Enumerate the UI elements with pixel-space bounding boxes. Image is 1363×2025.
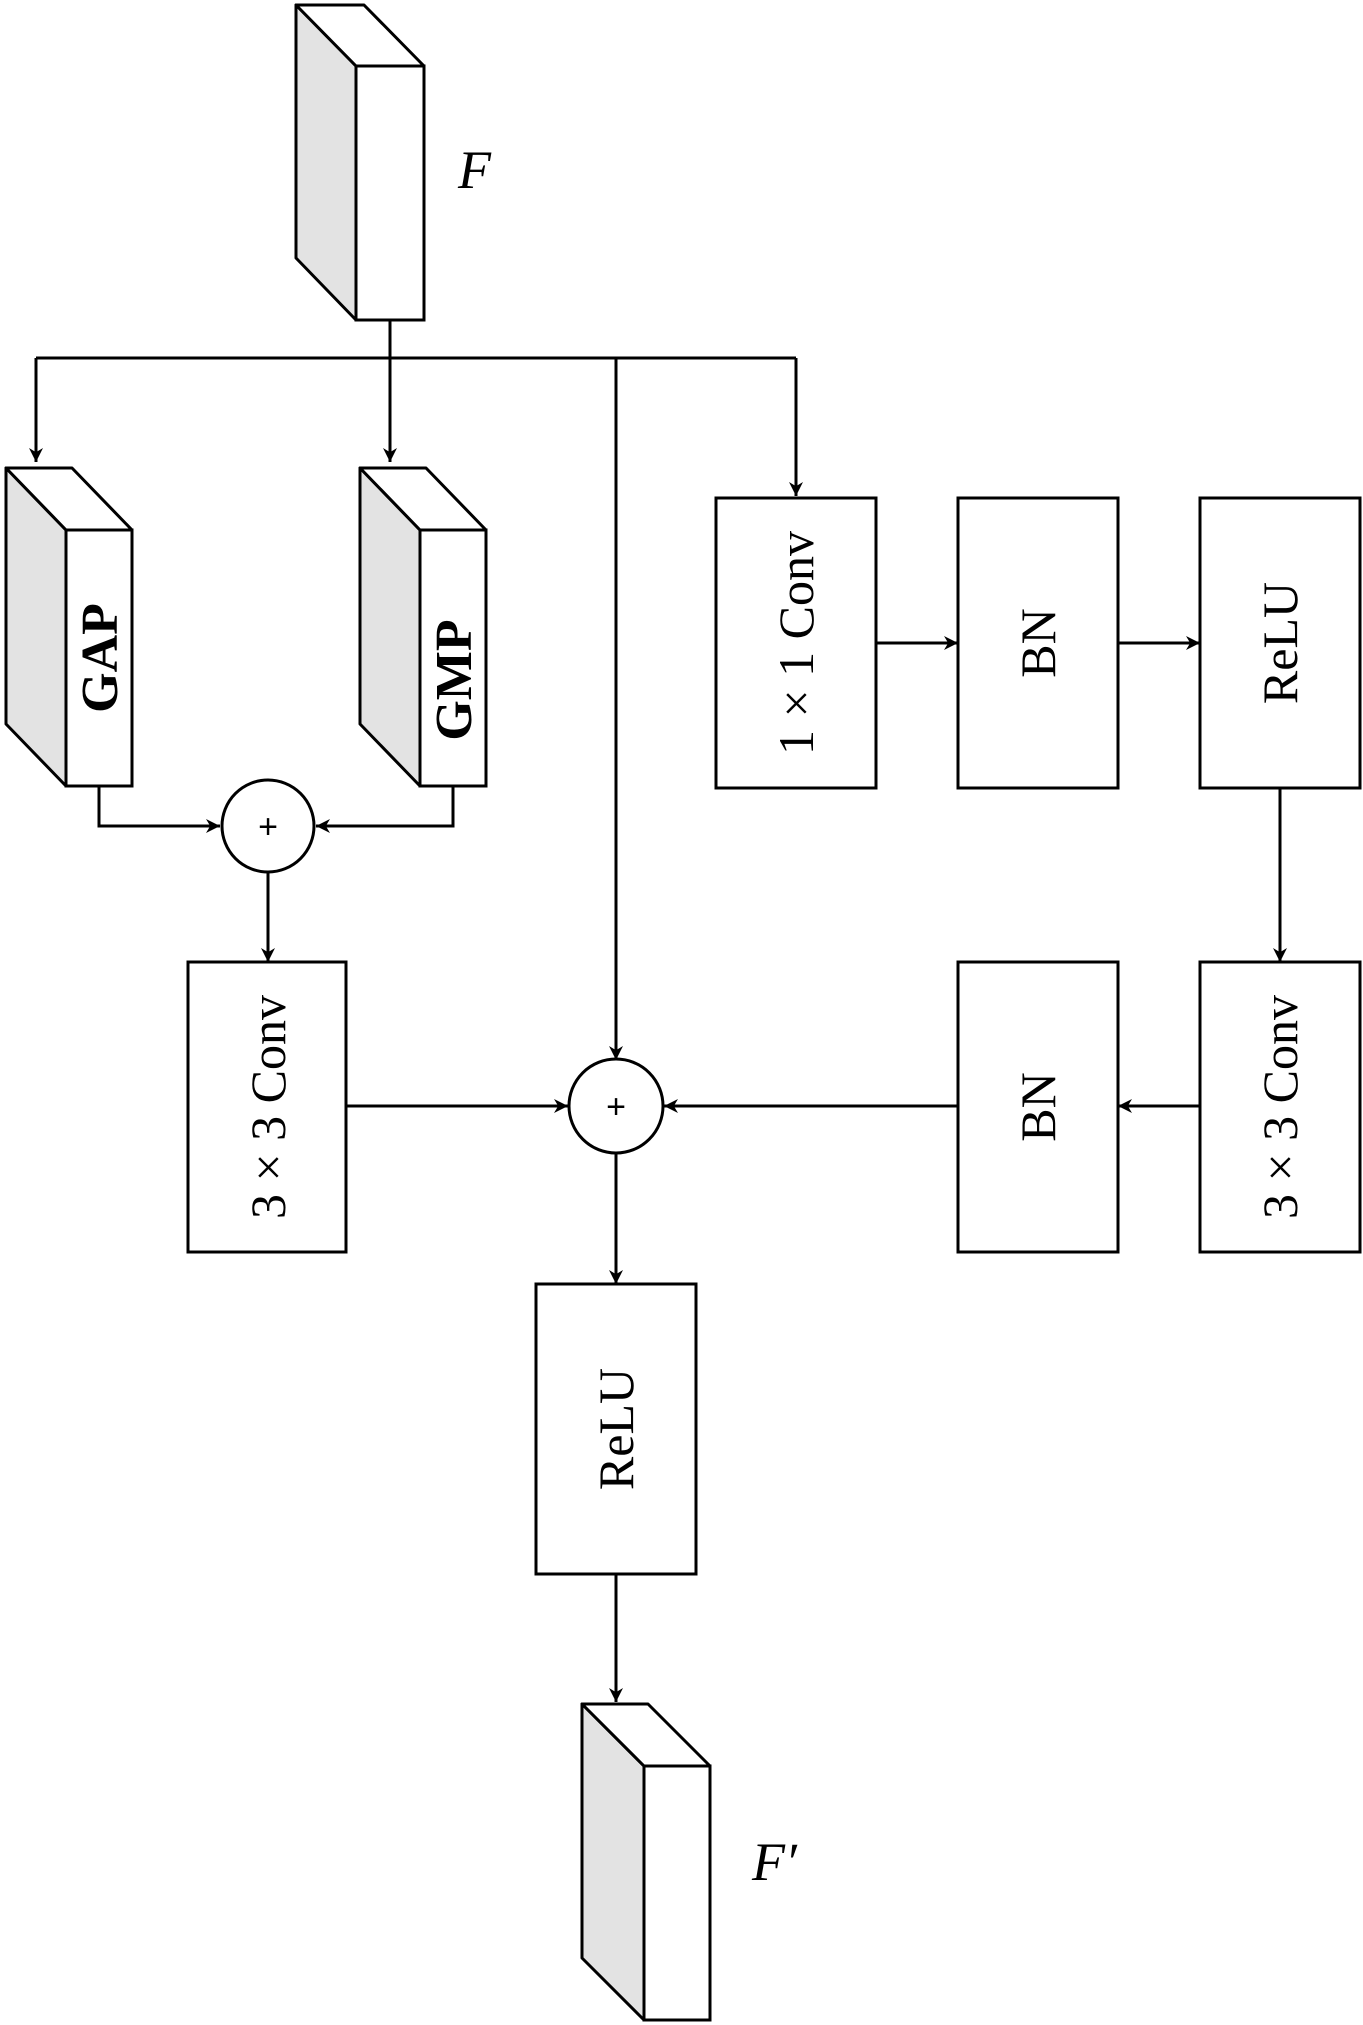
gap-label: GAP <box>72 603 129 713</box>
conv3x3-right-block: 3 × 3 Conv <box>1198 960 1362 1254</box>
conv1x1-block: 1 × 1 Conv <box>714 496 878 790</box>
gmp-block: GMP <box>358 466 488 788</box>
main-sum-node: + <box>567 1057 665 1155</box>
pool-sum-node: + <box>220 778 316 874</box>
conv3x3-left-label: 3 × 3 Conv <box>240 995 296 1219</box>
input-feature-map <box>294 3 426 322</box>
relu-top-label: ReLU <box>1252 582 1308 704</box>
bn-top-block: BN <box>956 496 1120 790</box>
conv1x1-label: 1 × 1 Conv <box>768 531 824 755</box>
gap-block: GAP <box>4 466 134 788</box>
pool-sum-symbol: + <box>258 808 278 846</box>
relu-out-block: ReLU <box>534 1282 698 1576</box>
input-label: F <box>457 140 492 200</box>
relu-out-label: ReLU <box>588 1368 644 1490</box>
output-feature-map <box>580 1702 712 2022</box>
gmp-label: GMP <box>426 619 483 740</box>
arrow-gmp-to-sum <box>316 786 455 833</box>
main-sum-symbol: + <box>606 1088 626 1126</box>
bn-bottom-block: BN <box>956 960 1120 1254</box>
relu-top-block: ReLU <box>1198 496 1362 790</box>
conv3x3-left-block: 3 × 3 Conv <box>186 960 348 1254</box>
output-label: F′ <box>751 1832 798 1892</box>
conv3x3-right-label: 3 × 3 Conv <box>1252 995 1308 1219</box>
bn-bottom-label: BN <box>1010 1072 1066 1141</box>
bn-top-label: BN <box>1010 608 1066 677</box>
arrow-gap-to-sum <box>97 786 220 833</box>
input-bus <box>36 320 796 360</box>
